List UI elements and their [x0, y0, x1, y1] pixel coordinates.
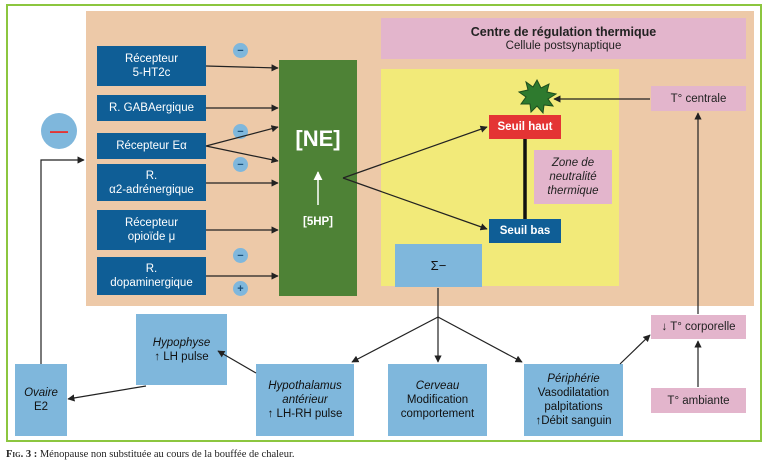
- receptor-label: Récepteur: [124, 53, 179, 65]
- t-ambiante: T° ambiante: [651, 388, 746, 413]
- cerveau-label: Modification: [406, 394, 469, 406]
- arrow-5ht2c-ne: [205, 64, 279, 72]
- t-corporelle: ↓ T° corporelle: [651, 315, 746, 339]
- caption-text: Ménopause non substituée au cours de la …: [37, 449, 295, 460]
- zone-label: Zone de: [551, 157, 595, 169]
- arrow-ovaire-feedback: [40, 156, 85, 364]
- seuil-bas: Seuil bas: [489, 219, 561, 243]
- cerveau-box: Cerveau Modification comportement: [388, 364, 487, 436]
- peripherie-label: Vasodilatation: [537, 387, 610, 399]
- arrow-hypothalamus-hypophyse: [217, 350, 257, 374]
- page-title: Centre de régulation thermique: [470, 24, 657, 39]
- receptor-alpha2: R. α2-adrénergique: [97, 164, 206, 201]
- hypothalamus-label: ↑ LH-RH pulse: [267, 408, 343, 420]
- receptor-label: Récepteur: [124, 217, 179, 229]
- receptor-5ht2c: Récepteur 5-HT2c: [97, 46, 206, 86]
- title-box: Centre de régulation thermique Cellule p…: [381, 18, 746, 59]
- arrow-hypophyse-ovaire: [67, 385, 147, 402]
- receptor-label: 5-HT2c: [132, 67, 171, 79]
- peripherie-label: ↑Débit sanguin: [535, 415, 612, 427]
- arrow-ealpha-ne-down: [205, 145, 279, 164]
- arrow-ne-seuil-haut: [342, 125, 488, 179]
- page-subtitle: Cellule postsynaptique: [505, 39, 622, 52]
- peripherie-label: Périphérie: [547, 373, 600, 385]
- receptor-ealpha: Récepteur Eα: [97, 133, 206, 159]
- minus-sign-ealpha: −: [233, 124, 248, 139]
- receptor-label: dopaminergique: [110, 277, 193, 289]
- receptor-label: R.: [145, 169, 158, 182]
- caption-label: Fig. 3 :: [6, 449, 38, 460]
- hypothalamus-label: antérieur: [282, 394, 328, 406]
- plus-sign-dopamine: +: [233, 281, 248, 296]
- zone-neutralite: Zone de neutralité thermique: [534, 150, 612, 204]
- 5hp-label: [5HP]: [302, 216, 334, 228]
- receptor-label: R. GABAergique: [108, 102, 194, 114]
- inhibition-circle: —: [41, 113, 77, 149]
- ovaire-label: E2: [33, 401, 49, 413]
- sigma-box: Σ−: [395, 244, 482, 287]
- minus-sign-alpha2: −: [233, 157, 248, 172]
- arrow-sigma-peripherie: [437, 316, 523, 363]
- hot-flash-burst-icon: [517, 78, 558, 115]
- minus-sign-dopamine: −: [233, 248, 248, 263]
- zone-label: thermique: [547, 185, 599, 197]
- receptor-label: R.: [145, 263, 158, 275]
- receptor-label: opioïde μ: [127, 231, 176, 243]
- receptor-label: α2-adrénergique: [109, 183, 194, 196]
- hypophyse-label: ↑ LH pulse: [154, 350, 209, 363]
- cerveau-label: comportement: [400, 408, 475, 420]
- arrow-sigma-hypothalamus: [351, 316, 439, 363]
- arrow-ne-seuil-bas: [342, 177, 488, 231]
- receptor-dopamine: R. dopaminergique: [97, 257, 206, 295]
- seuil-haut: Seuil haut: [489, 115, 561, 139]
- receptor-label: Récepteur Eα: [116, 140, 187, 152]
- hypophyse-label: Hypophyse: [152, 336, 211, 349]
- minus-sign-5ht2c: −: [233, 43, 248, 58]
- zone-label: neutralité: [549, 171, 597, 183]
- hypothalamus-label: Hypothalamus: [268, 380, 342, 392]
- cerveau-label: Cerveau: [415, 380, 460, 392]
- figure-frame: [6, 4, 762, 442]
- figure-caption: Fig. 3 : Ménopause non substituée au cou…: [6, 449, 294, 460]
- ne-label: [NE]: [295, 126, 341, 151]
- receptor-opioid: Récepteur opioïde μ: [97, 210, 206, 250]
- hypothalamus-box: Hypothalamus antérieur ↑ LH-RH pulse: [256, 364, 354, 436]
- receptor-gaba: R. GABAergique: [97, 95, 206, 121]
- hypophyse-box: Hypophyse ↑ LH pulse: [136, 314, 227, 385]
- peripherie-box: Périphérie Vasodilatation palpitations ↑…: [524, 364, 623, 436]
- ovaire-label: Ovaire: [24, 387, 58, 399]
- t-centrale: T° centrale: [651, 86, 746, 111]
- arrow-peripherie-corporelle: [619, 334, 651, 365]
- ovaire-box: Ovaire E2: [15, 364, 67, 436]
- arrow-ealpha-ne-up: [205, 125, 279, 147]
- peripherie-label: palpitations: [544, 401, 603, 413]
